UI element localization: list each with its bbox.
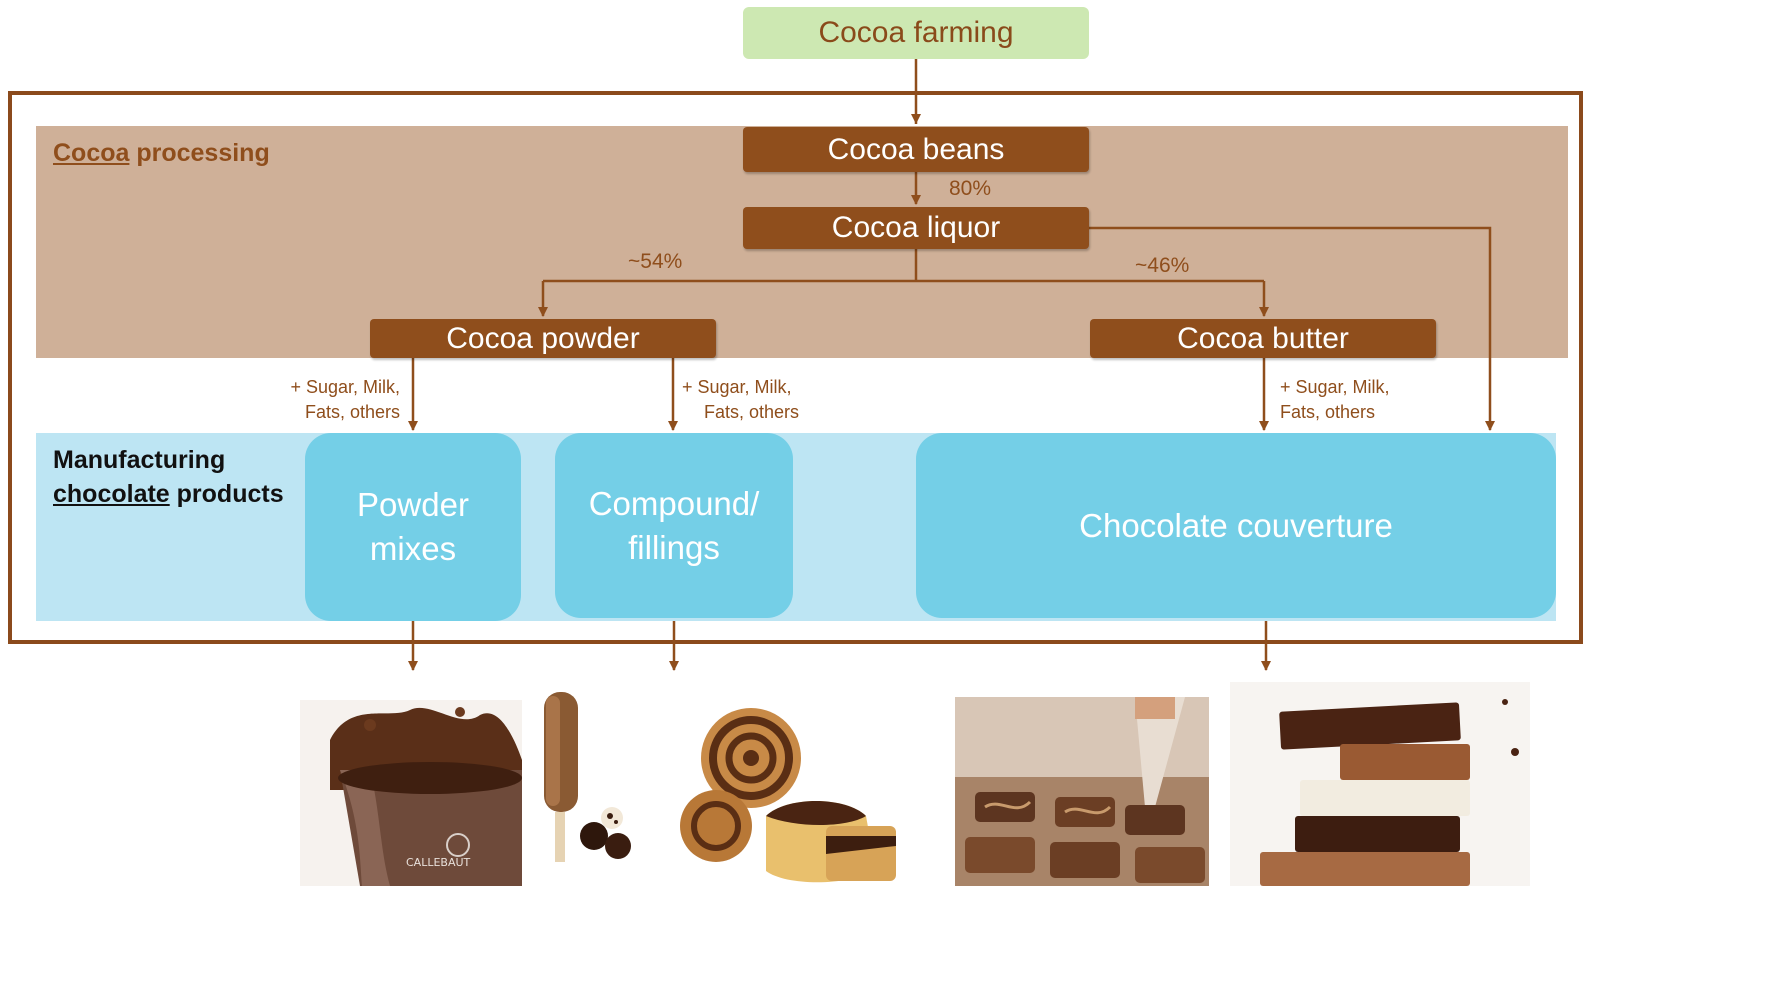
node-powder-mixes: Powder mixes <box>305 433 521 621</box>
additives-line2: Fats, others <box>1280 402 1376 422</box>
label-54-percent: ~54% <box>628 250 683 273</box>
compound-label-line2: fillings <box>628 528 720 566</box>
node-cocoa-farming: Cocoa farming <box>743 7 1089 59</box>
additives-note-compound: + Sugar, Milk, Fats, others <box>682 375 812 425</box>
label-46-percent: ~46% <box>1135 254 1190 277</box>
processing-title-underlined: Cocoa <box>53 139 130 167</box>
additives-line2: Fats, others <box>704 402 800 422</box>
node-cocoa-powder: Cocoa powder <box>370 319 716 358</box>
node-cocoa-butter: Cocoa butter <box>1090 319 1436 358</box>
photo-stacked-chocolate-bars <box>1230 682 1530 886</box>
arrow-liquor-to-couverture <box>1089 226 1492 430</box>
manufacturing-title-line1: Manufacturing <box>53 446 226 474</box>
photo-swirl-pastries <box>676 696 908 886</box>
additives-note-couverture: + Sugar, Milk, Fats, others <box>1280 375 1410 425</box>
additives-line1: + Sugar, Milk, <box>1280 377 1390 397</box>
processing-section-title: Cocoa processing <box>53 136 270 170</box>
photo-hot-chocolate-mug: CALLEBAUT <box>300 700 522 886</box>
node-chocolate-couverture: Chocolate couverture <box>916 433 1556 618</box>
processing-frame <box>8 91 1583 644</box>
additives-line1: + Sugar, Milk, <box>290 377 400 397</box>
additives-note-powder-mixes: + Sugar, Milk, Fats, others <box>278 375 400 425</box>
additives-line2: Fats, others <box>304 402 400 422</box>
manufacturing-title-rest: products <box>169 480 284 508</box>
manufacturing-title-underlined: chocolate <box>53 480 170 508</box>
powder-mixes-label: Powder mixes <box>357 486 469 567</box>
additives-line1: + Sugar, Milk, <box>682 377 792 397</box>
node-compound-fillings: Compound/ fillings <box>555 433 793 618</box>
label-80-percent: 80% <box>949 177 992 200</box>
node-cocoa-beans: Cocoa beans <box>743 127 1089 172</box>
arrow-farming-head <box>911 114 921 124</box>
flow-connectors <box>408 59 1495 671</box>
node-cocoa-liquor: Cocoa liquor <box>743 207 1089 249</box>
photo-ice-cream-bar <box>522 688 650 886</box>
compound-label-line1: Compound/ <box>588 484 760 522</box>
photo-piping-pralines <box>955 697 1209 886</box>
processing-title-rest: processing <box>129 139 270 167</box>
manufacturing-section-title: Manufacturing chocolate products <box>53 443 284 511</box>
callebaut-logo-text: CALLEBAUT <box>406 856 471 869</box>
